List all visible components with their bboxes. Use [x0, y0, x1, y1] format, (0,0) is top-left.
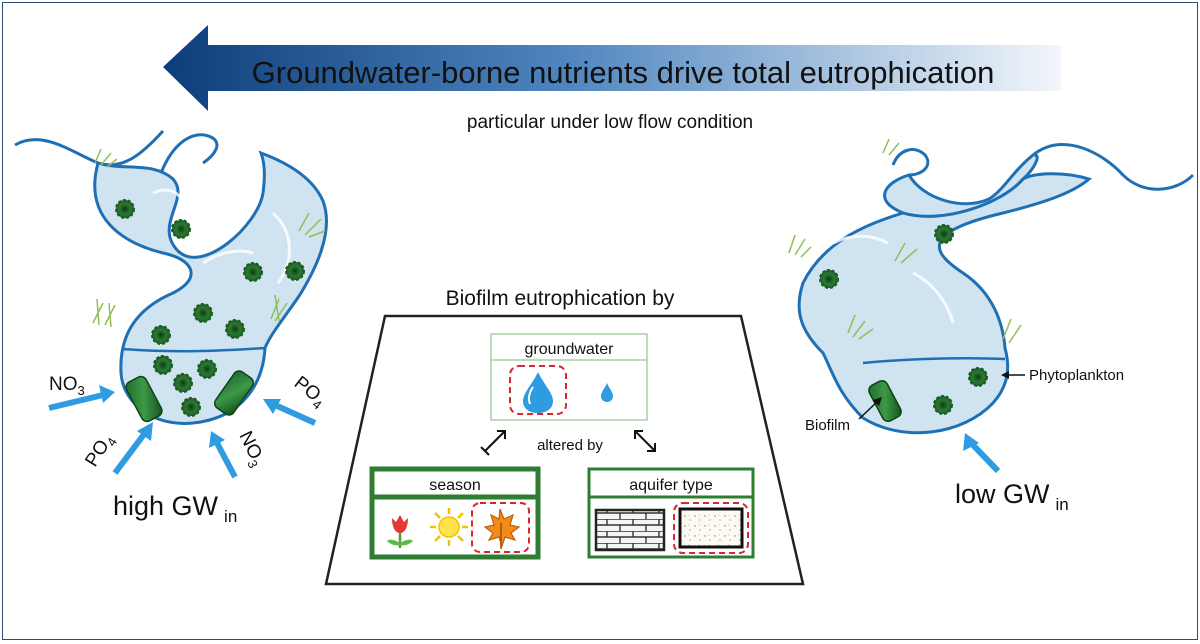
center-heading: Biofilm eutrophication by — [446, 287, 675, 310]
biofilm-label: Biofilm — [805, 417, 850, 434]
double-arrow-left — [480, 430, 506, 456]
chem-label-no3-left: NO3 — [49, 374, 85, 398]
sand-aquifer-icon — [678, 507, 744, 549]
small-droplet-icon — [601, 383, 613, 402]
highlight-sand-aquifer — [673, 502, 749, 554]
flower-icon — [387, 515, 413, 548]
season-label: season — [429, 477, 481, 494]
groundwater-label: groundwater — [525, 341, 615, 358]
limestone-aquifer-icon — [594, 508, 666, 552]
biofilm-pointer — [858, 400, 879, 420]
aquifer-label: aquifer type — [629, 477, 713, 494]
grass-icon — [788, 138, 1022, 344]
sun-icon — [430, 508, 468, 546]
groundwater-box — [490, 333, 648, 421]
biofilm-patch — [868, 380, 902, 422]
gw-arrow — [112, 422, 153, 475]
chem-label-po4-left: PO4 — [81, 430, 120, 472]
left-river — [14, 129, 328, 425]
page-subtitle: particular under low flow condition — [467, 112, 753, 133]
phytoplankton-cells — [819, 224, 988, 415]
droplet-highlight — [528, 386, 534, 405]
chem-label-po4-right: PO4 — [288, 372, 330, 412]
highlight-high-gw — [509, 365, 567, 415]
chem-label-no3-right: NO3 — [232, 428, 269, 471]
biofilm-pointer-head — [873, 397, 882, 406]
gw-arrow-right — [963, 433, 1001, 474]
gw-arrow — [209, 431, 238, 479]
grass-icon — [92, 148, 326, 328]
phytoplankton-cells — [115, 199, 305, 417]
gw-arrow — [263, 399, 317, 426]
biofilm-patch-right — [213, 370, 255, 416]
maple-leaf-icon — [483, 508, 521, 549]
altered-by-label: altered by — [537, 437, 603, 454]
diagram-svg: Groundwater-borne nutrients drive total … — [14, 25, 1195, 586]
gw-inflow-arrows-left — [48, 385, 317, 479]
title-arrow — [163, 25, 1061, 111]
page-title: Groundwater-borne nutrients drive total … — [252, 55, 995, 90]
gw-arrow — [48, 385, 115, 411]
highlight-autumn — [471, 502, 530, 553]
phytoplankton-pointer-head — [1001, 371, 1009, 379]
right-river — [788, 138, 1195, 435]
biofilm-patch-left — [125, 375, 163, 423]
phytoplankton-label: Phytoplankton — [1029, 367, 1124, 384]
double-arrow-right — [634, 430, 656, 452]
